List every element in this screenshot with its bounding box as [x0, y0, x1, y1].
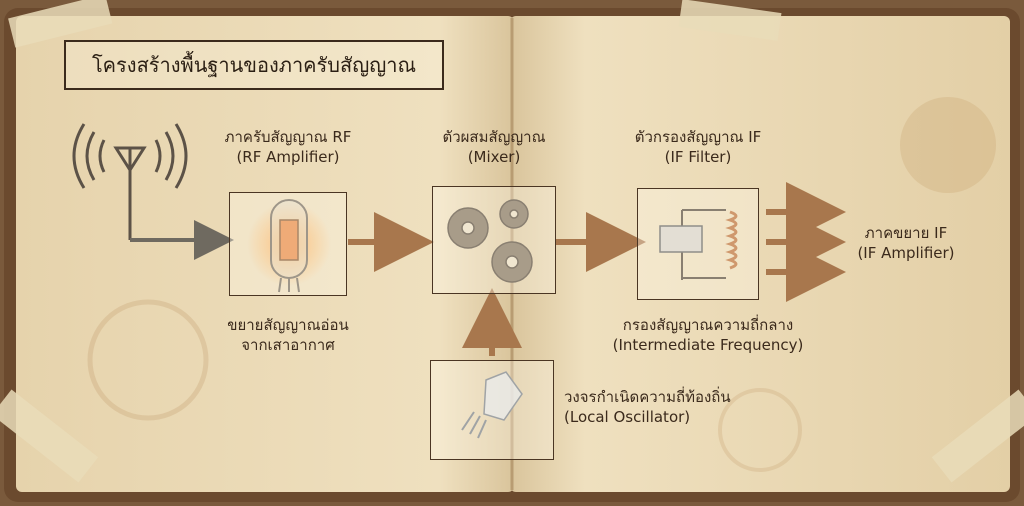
local-oscillator-box [430, 360, 554, 460]
if-filter-en: (IF Filter) [664, 147, 732, 166]
local-oscillator-name: วงจรกำเนิดความถี่ท้องถิ่น [564, 388, 731, 406]
rf-amplifier-desc-line2: จากเสาอากาศ [241, 335, 335, 354]
if-filter-desc-line2: (Intermediate Frequency) [612, 335, 804, 354]
rf-amplifier-label: ภาครับสัญญาณ RF (RF Amplifier) [200, 128, 376, 167]
rf-amplifier-en: (RF Amplifier) [236, 147, 340, 166]
if-filter-box [637, 188, 759, 300]
crystal-icon [461, 371, 523, 439]
rf-amplifier-name: ภาครับสัญญาณ RF [224, 128, 352, 146]
vacuum-tube-icon [247, 199, 331, 293]
gears-icon [447, 199, 533, 283]
mixer-en: (Mixer) [467, 147, 521, 166]
if-amplifier-en: (IF Amplifier) [857, 243, 955, 262]
antenna-icon [72, 123, 188, 240]
mixer-box [432, 186, 556, 294]
mixer-name: ตัวผสมสัญญาณ [442, 128, 546, 146]
page-title: โครงสร้างพื้นฐานของภาครับสัญญาณ [64, 40, 444, 90]
if-amplifier-label: ภาคขยาย IF (IF Amplifier) [840, 224, 972, 263]
if-filter-desc: กรองสัญญาณความถี่กลาง (Intermediate Freq… [590, 316, 826, 355]
if-filter-name: ตัวกรองสัญญาณ IF [634, 128, 762, 146]
rf-amplifier-desc: ขยายสัญญาณอ่อน จากเสาอากาศ [200, 316, 376, 355]
if-filter-desc-line1: กรองสัญญาณความถี่กลาง [622, 316, 794, 334]
chip-coil-icon [659, 209, 738, 280]
rf-amplifier-box [229, 192, 347, 296]
local-oscillator-label: วงจรกำเนิดความถี่ท้องถิ่น (Local Oscilla… [564, 388, 774, 427]
rf-amplifier-desc-line1: ขยายสัญญาณอ่อน [227, 316, 349, 334]
local-oscillator-en: (Local Oscillator) [564, 407, 691, 426]
mixer-label: ตัวผสมสัญญาณ (Mixer) [410, 128, 578, 167]
if-amplifier-name: ภาคขยาย IF [864, 224, 948, 242]
if-filter-label: ตัวกรองสัญญาณ IF (IF Filter) [600, 128, 796, 167]
